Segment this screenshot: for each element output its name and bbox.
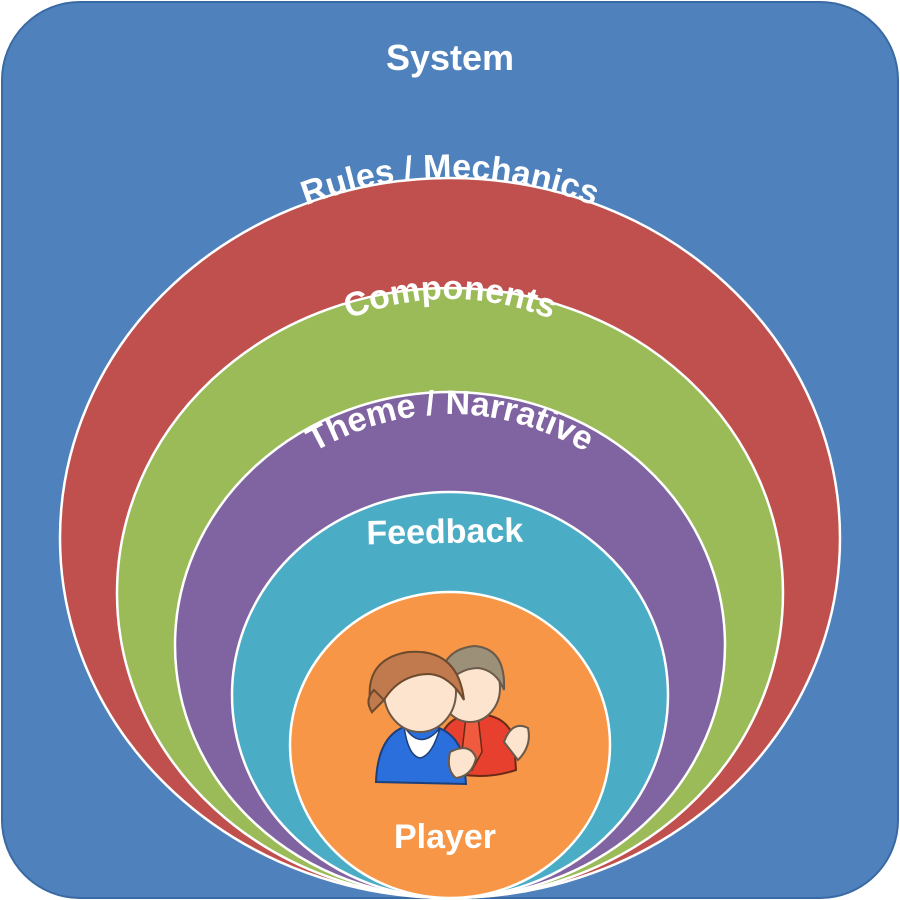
feedback-label: Feedback: [366, 512, 524, 553]
player-label: Player: [394, 818, 496, 856]
system-label: System: [386, 37, 514, 78]
players-icon: [367, 644, 530, 786]
